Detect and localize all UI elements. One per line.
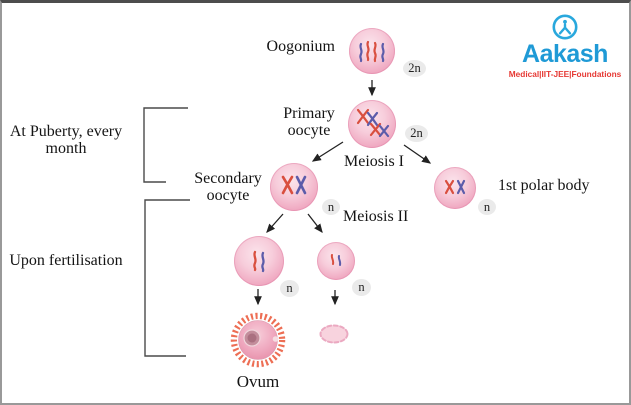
arrow-primary-to-polar-body (403, 144, 432, 164)
aakash-logo: Aakash Medical|IIT-JEE|Foundations (505, 13, 625, 79)
secondary-oocyte-label-line1: Secondary (194, 170, 262, 187)
primary-oocyte-cell (348, 100, 396, 148)
aakash-wordmark: Aakash (522, 40, 608, 68)
chromosomes-icon (359, 40, 385, 63)
bracket-puberty (143, 107, 188, 183)
puberty-annotation: At Puberty, every month (4, 123, 128, 158)
first-polar-body-label: 1st polar body (498, 177, 590, 194)
ploidy-badge-primary: 2n (405, 125, 428, 142)
secondary-oocyte-label: Secondary oocyte (184, 170, 272, 205)
small-ootid-cell (317, 242, 355, 280)
primary-oocyte-label-line2: oocyte (287, 121, 331, 139)
degenerating-polar-body-icon (319, 324, 349, 344)
ovum-label: Ovum (236, 372, 280, 391)
puberty-annotation-line2: month (45, 139, 87, 157)
chromosomes-icon (281, 175, 307, 195)
oogonium-cell (349, 28, 395, 74)
ovum-with-corona-icon (230, 312, 286, 368)
meiosis-1-label: Meiosis I (344, 153, 404, 170)
ploidy-badge-small-ootid: n (352, 279, 371, 296)
first-polar-body-cell (434, 167, 476, 209)
primary-oocyte-label: Primary oocyte (270, 105, 348, 140)
secondary-oocyte-label-line2: oocyte (206, 186, 250, 204)
puberty-annotation-line1: At Puberty, every (9, 123, 123, 140)
person-in-circle-icon (552, 14, 578, 40)
secondary-oocyte-cell (270, 163, 318, 211)
ovum-cell (227, 308, 289, 375)
degenerating-polar-body (316, 321, 352, 352)
meiosis-2-label: Meiosis II (343, 208, 409, 225)
bracket-fertilisation (144, 199, 190, 357)
oogonium-label: Oogonium (266, 38, 335, 55)
ploidy-badge-polar-body: n (478, 199, 496, 215)
arrow-secondary-to-small-ootid (307, 213, 323, 234)
primary-oocyte-label-line1: Primary (283, 105, 335, 122)
large-ootid-cell (234, 236, 284, 286)
arrow-secondary-to-large-ootid (266, 213, 284, 233)
chromosomes-icon (356, 108, 390, 138)
chromosomes-icon (330, 254, 342, 266)
arrow-primary-to-secondary (311, 141, 344, 162)
ploidy-badge-secondary: n (322, 199, 340, 215)
aakash-tagline: Medical|IIT-JEE|Foundations (508, 69, 622, 79)
chromosomes-icon (253, 250, 265, 273)
ploidy-badge-large-ootid: n (280, 280, 299, 297)
ploidy-badge-oogonium: 2n (403, 60, 426, 77)
chromosomes-icon (444, 179, 466, 195)
fertilisation-annotation: Upon fertilisation (9, 252, 123, 269)
